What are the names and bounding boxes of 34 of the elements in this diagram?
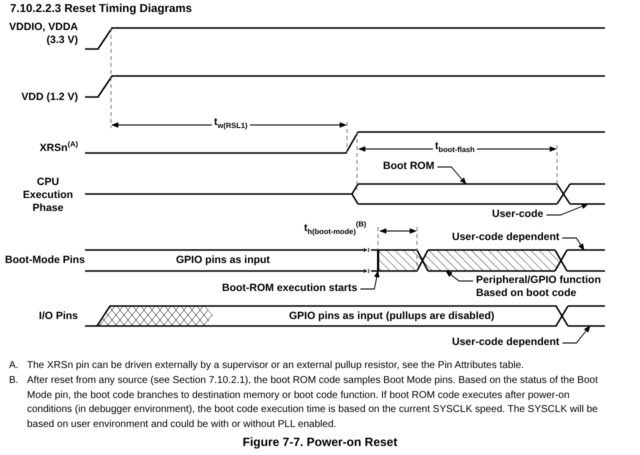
signal-segment <box>357 183 558 205</box>
footnote: After reset from any source (see Section 7.10.2.1), the boot ROM code samples Boot Mode pins. Based on the status of the Boot Mode pin, the boot code branches to destination memory or boot code function. If boot ROM code executes after power-on conditions (in debugger environment), the boot code execution time is based on the current SYSCLK speed. The SYSCLK will be based on user environment and could be with or without PLL enabled. <box>27 374 599 432</box>
signal-segment <box>427 249 556 272</box>
caption: Figure 7-7. Power-on Reset <box>242 436 398 449</box>
callout-text: Boot-ROM execution starts <box>222 282 358 295</box>
timing-label: t$_{boot-flash}$ <box>433 140 477 153</box>
leader-line <box>562 325 590 344</box>
callout-text: User-code <box>492 208 544 221</box>
signal-segment <box>377 250 380 271</box>
signal-text: GPIO pins as input (pullups are disabled) <box>289 310 494 323</box>
signal-name: CPU Execution Phase <box>22 176 74 215</box>
note-marker: B. <box>9 374 18 388</box>
callout-text: Peripheral/GPIO function Based on boot code <box>476 274 601 300</box>
signal-segment <box>566 249 606 272</box>
callout-text: Boot ROM <box>383 160 434 173</box>
callout-text: User-code dependent <box>452 231 560 244</box>
signal-name: XRSn$^{(A)}$ <box>40 142 78 155</box>
leader-line <box>546 204 589 216</box>
signal-segment <box>569 183 606 205</box>
signal-name: Boot-Mode Pins <box>5 254 85 267</box>
leader-line <box>562 238 584 251</box>
leader-line <box>436 166 466 185</box>
signal-text: GPIO pins as input <box>176 254 270 267</box>
footnote: The XRSn pin can be driven externally by a supervisor or an external pullup resistor, see the Pin Attributes table. <box>27 359 525 373</box>
callout-text: User-code dependent <box>452 336 560 349</box>
leader-line <box>445 270 474 282</box>
signal-name: I/O Pins <box>38 310 78 323</box>
title: 7.10.2.2.3 Reset Timing Diagrams <box>10 3 192 16</box>
signal-name: VDDIO, VDDA (3.3 V) <box>8 21 78 47</box>
timing-label: t$_{w(RSL1)}$ <box>212 116 250 129</box>
leader-line <box>360 270 380 290</box>
note-marker: A. <box>9 359 18 373</box>
signal-name: VDD (1.2 V) <box>21 91 78 104</box>
signal-segment <box>567 305 606 327</box>
